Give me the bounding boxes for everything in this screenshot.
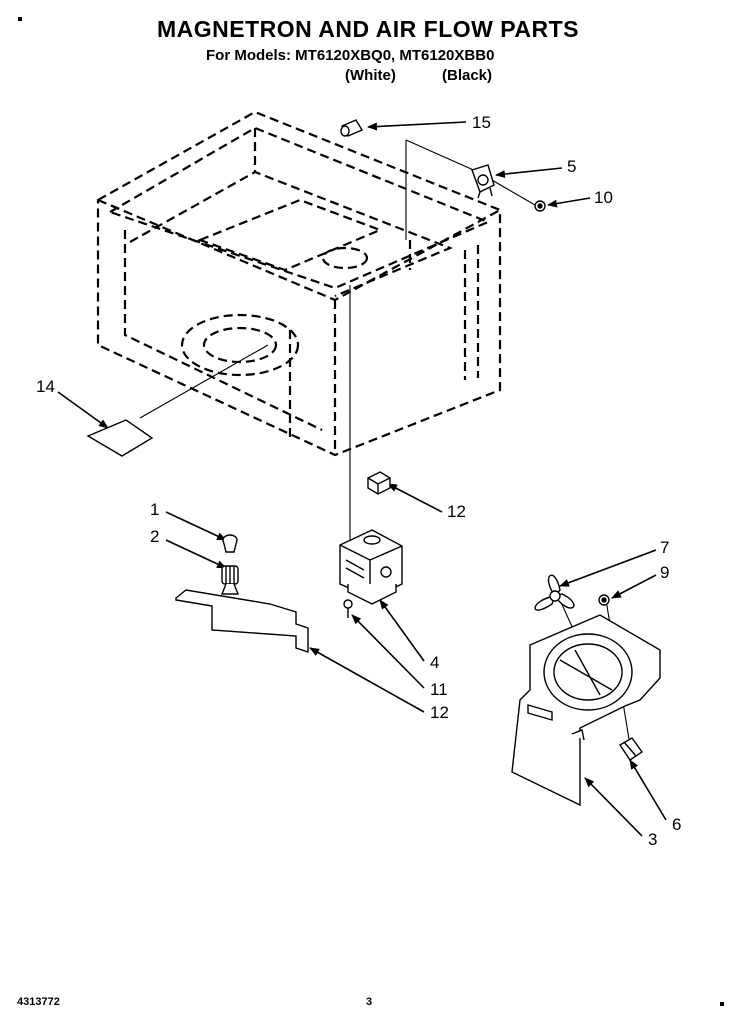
callout-4: 4: [430, 653, 439, 672]
part-4-magnetron: [339, 529, 403, 605]
callout-11: 11: [430, 680, 448, 699]
part-12-bracket: [175, 589, 309, 653]
corner-mark-top-left: [18, 17, 22, 21]
leader-lines: [57, 121, 667, 837]
callout-7: 7: [660, 538, 669, 557]
part-6-thermal-cutout: [619, 737, 643, 761]
part-13-waveguide-cover: [86, 419, 154, 457]
document-number: 4313772: [17, 996, 60, 1008]
callout-6: 6: [672, 815, 681, 834]
part-2-fuse-holder: [220, 565, 240, 595]
page-title: MAGNETRON AND AIR FLOW PARTS: [156, 16, 579, 42]
callout-9: 9: [660, 563, 669, 582]
models-line: For Models: MT6120XBQ0, MT6120XBB0: [206, 47, 495, 64]
callout-15: 15: [472, 113, 491, 132]
variant-white: (White): [345, 67, 396, 84]
part-7-fan-blade: [534, 574, 575, 611]
callout-14: 12: [447, 502, 466, 521]
part-10-screw: [534, 200, 546, 212]
callout-5: 5: [567, 157, 576, 176]
part-15-cylinder: [340, 119, 364, 137]
corner-mark-bottom-right: [720, 1002, 724, 1006]
callout-2: 2: [150, 527, 159, 546]
callout-3: 3: [648, 830, 657, 849]
callout-1: 1: [150, 500, 159, 519]
callout-13: 14: [36, 377, 55, 396]
part-14-block: [367, 471, 391, 495]
callout-10: 10: [594, 188, 613, 207]
part-5-thermostat: [471, 164, 495, 199]
cabinet-outline: [96, 110, 502, 457]
part-11-screw: [343, 599, 353, 618]
callout-labels: 15 5 10 14 12 1 2 7 9 4 11 12 6 3: [36, 113, 681, 849]
callout-12: 12: [430, 703, 449, 722]
page-number: 3: [366, 996, 373, 1008]
variant-black: (Black): [442, 67, 493, 84]
part-1-fuse-cap: [222, 534, 238, 553]
part-9-nut: [598, 594, 610, 606]
part-3-fan-assembly: [511, 614, 661, 807]
